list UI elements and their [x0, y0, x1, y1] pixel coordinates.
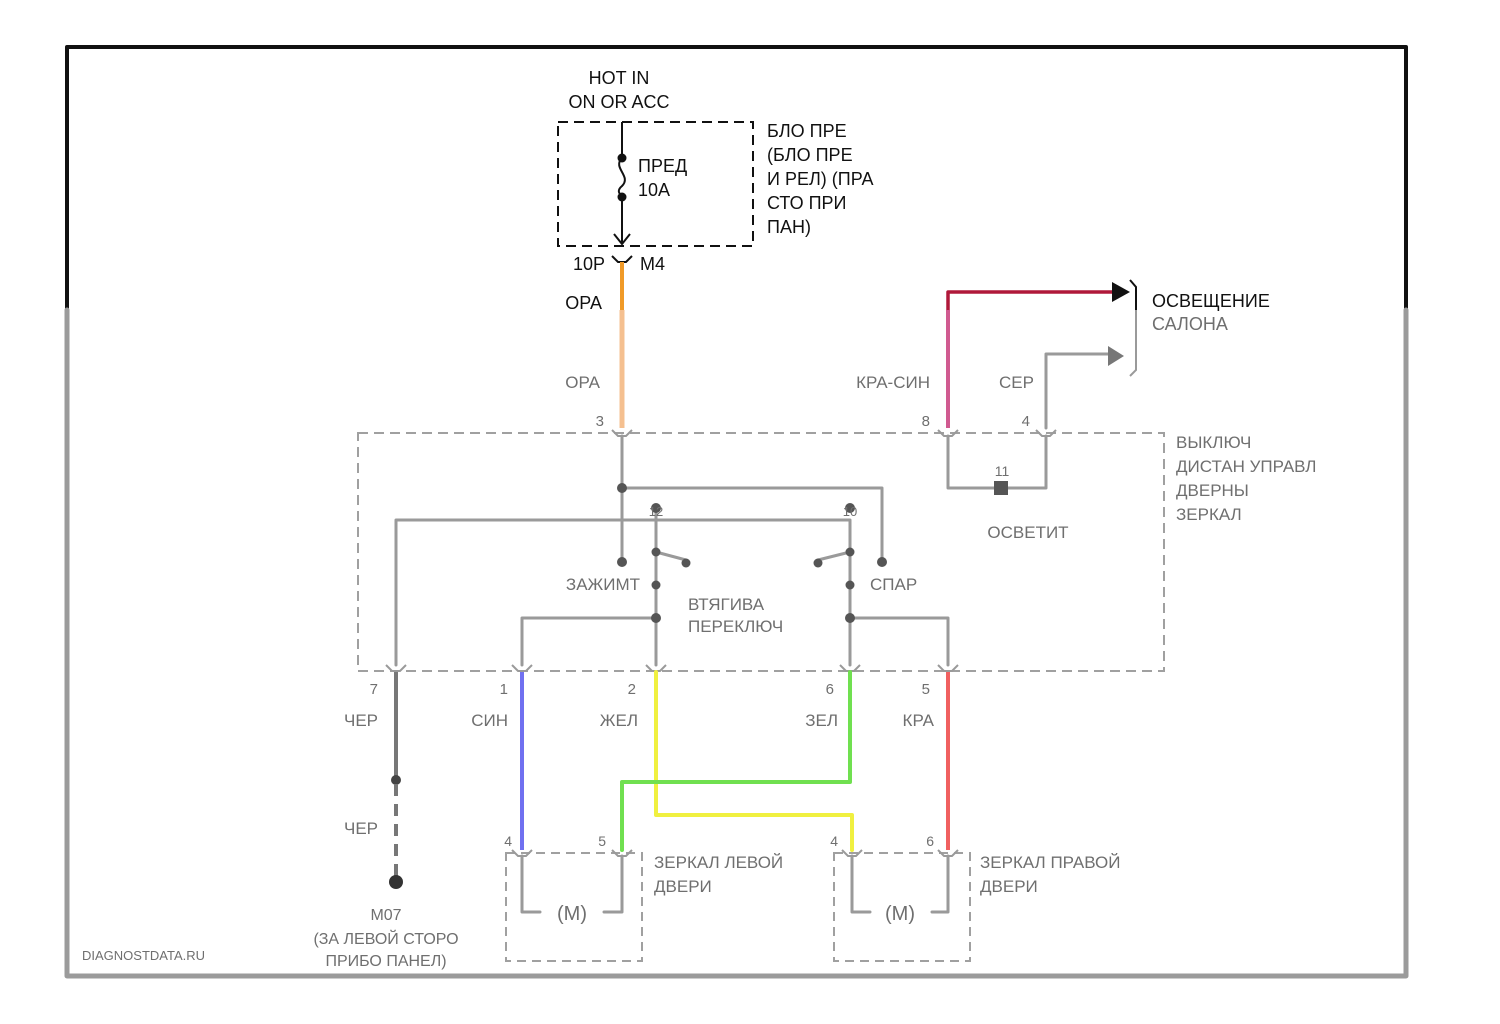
selector-line1: ВТЯГИВА — [688, 595, 765, 614]
feed-wire-label-mid: ОРА — [565, 373, 600, 392]
interior-light-line1: ОСВЕЩЕНИЕ — [1152, 291, 1270, 311]
supply-line1: HOT IN — [589, 68, 650, 88]
fuse-connector-right: M4 — [640, 254, 665, 274]
wire-w7b-label: ЧЕР — [344, 819, 378, 838]
illum-lamp — [994, 481, 1008, 495]
illum-arrow — [1112, 282, 1130, 302]
illum-wire-upper — [948, 292, 1118, 310]
pin-3: 3 — [596, 413, 604, 430]
illum-label: ОСВЕТИТ — [987, 523, 1068, 542]
wire-w1-label: СИН — [471, 711, 508, 730]
pin-11: 11 — [995, 463, 1010, 479]
illum-pos-label: КРА-СИН — [856, 373, 930, 392]
interior-light-contact — [1130, 280, 1136, 310]
pos-left-label: ЗАЖИМТ — [566, 575, 640, 594]
mirror-right-line2: ДВЕРИ — [980, 877, 1038, 896]
pin-6: 6 — [826, 681, 834, 698]
ground-splice — [391, 775, 401, 785]
supply-line2: ON OR ACC — [568, 92, 669, 112]
selector-line2: ПЕРЕКЛЮЧ — [688, 617, 783, 636]
wire-w6-label: ЗЕЛ — [805, 711, 838, 730]
illum-gnd-label: СЕР — [999, 373, 1034, 392]
fuse-block-line3: И РЕЛ) (ПРА — [767, 169, 874, 189]
ground-line1: M07 — [370, 907, 401, 924]
mirror-left-pin-5: 5 — [598, 833, 606, 849]
mirror-right-line1: ЗЕРКАЛ ПРАВОЙ — [980, 853, 1120, 872]
fuse-block-line4: СТО ПРИ — [767, 193, 846, 213]
fuse-connector-left: 10P — [573, 254, 605, 274]
pin-1: 1 — [500, 681, 508, 698]
frame-top — [67, 47, 1406, 310]
switch-name-line3: ДВЕРНЫ — [1176, 481, 1249, 500]
illum-loop — [948, 436, 1046, 488]
pin-4-top: 4 — [1022, 413, 1030, 430]
mirror-left-pin-4: 4 — [504, 833, 512, 849]
mirror-right-pin-6: 6 — [926, 833, 934, 849]
switch-name-line4: ЗЕРКАЛ — [1176, 505, 1242, 524]
switch-internal-wiring — [396, 436, 948, 665]
mirror-left-line2: ДВЕРИ — [654, 877, 712, 896]
pin-8: 8 — [922, 413, 930, 430]
watermark: DIAGNOSTDATA.RU — [82, 948, 205, 963]
mirror-left-line1: ЗЕРКАЛ ЛЕВОЙ — [654, 853, 783, 872]
fuse-block-line5: ПАН) — [767, 217, 811, 237]
pin-2: 2 — [628, 681, 636, 698]
fuse-name: ПРЕД — [638, 156, 687, 176]
wire-yellow — [656, 672, 852, 850]
mirror-right-pin-4: 4 — [830, 833, 838, 849]
illum-gnd-arrow — [1108, 346, 1124, 366]
wire-w2-label: ЖЕЛ — [600, 711, 638, 730]
mirror-left-motor: (M) — [557, 903, 587, 925]
fuse-connector-symbol — [612, 256, 632, 262]
fuse-rating: 10А — [638, 180, 670, 200]
frame-bottom — [67, 310, 1406, 976]
ground-point — [389, 875, 403, 889]
wire-w5-label: КРА — [903, 711, 935, 730]
pos-right-label: СПАР — [870, 575, 917, 594]
pin-10: 10 — [843, 504, 857, 519]
ground-line3: ПРИБО ПАНЕЛ) — [325, 953, 446, 970]
fuse-block-line2: (БЛО ПРЕ — [767, 145, 853, 165]
interior-light-contact-lower — [1130, 310, 1136, 376]
wire-w7-label: ЧЕР — [344, 711, 378, 730]
upper-section: HOT IN ON OR ACC ПРЕД 10А БЛО ПРЕ (БЛО П… — [67, 47, 1406, 313]
illum-gnd-wire — [1046, 354, 1112, 428]
fuse-block-line1: БЛО ПРЕ — [767, 121, 847, 141]
fuse-symbol — [614, 122, 630, 244]
switch-name-line1: ВЫКЛЮЧ — [1176, 433, 1251, 452]
feed-wire-label-top: ОРА — [565, 293, 602, 313]
lower-section: САЛОНА ОРА КРА-СИН СЕР ВЫКЛЮЧ ДИСТАН УПР… — [67, 310, 1406, 976]
pin-12: 12 — [649, 504, 663, 519]
ground-line2: (ЗА ЛЕВОЙ СТОРО — [313, 929, 458, 948]
interior-light-line2: САЛОНА — [1152, 314, 1228, 334]
switch-name-line2: ДИСТАН УПРАВЛ — [1176, 457, 1316, 476]
pin-5: 5 — [922, 681, 930, 698]
mirror-right-motor: (M) — [885, 903, 915, 925]
pin-7: 7 — [370, 681, 378, 698]
